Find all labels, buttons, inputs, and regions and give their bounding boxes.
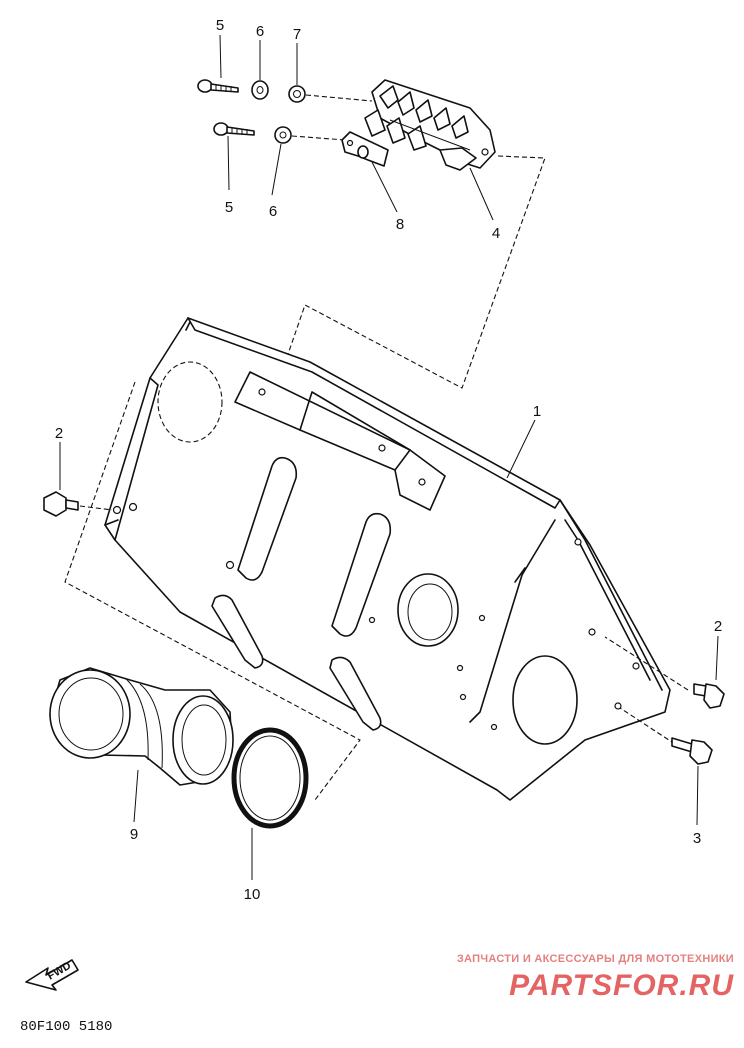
callout-8: 8: [396, 216, 404, 233]
callout-9: 9: [130, 826, 138, 843]
grommet: [288, 85, 306, 103]
relay-bracket: [364, 79, 496, 171]
callout-1: 1: [533, 403, 541, 420]
intake-joint: [49, 667, 234, 786]
hose-band: [231, 727, 309, 829]
flange-bolt-lower: [671, 737, 713, 765]
fwd-arrow-icon: FWD: [25, 959, 79, 991]
callout-3: 3: [693, 830, 701, 847]
watermark-tagline: ЗАПЧАСТИ И АКСЕССУАРЫ ДЛЯ МОТОТЕХНИКИ: [457, 953, 734, 965]
screw-upper: [197, 79, 239, 93]
flange-bolt-right: [693, 683, 725, 709]
undercover-plate: [104, 317, 671, 801]
diagram-code: 80F100 5180: [20, 1019, 112, 1035]
callout-6-upper: 6: [256, 23, 264, 40]
callout-10: 10: [244, 886, 261, 903]
clamp: [341, 131, 389, 167]
watermark: ЗАПЧАСТИ И АКСЕССУАРЫ ДЛЯ МОТОТЕХНИКИ PA…: [457, 953, 734, 1002]
collar-upper: [251, 80, 269, 100]
callout-5-upper: 5: [216, 17, 224, 34]
callout-2-left: 2: [55, 425, 63, 442]
callout-2-right: 2: [714, 618, 722, 635]
watermark-logo: PARTSFOR.RU: [509, 969, 734, 1002]
callout-5-lower: 5: [225, 199, 233, 216]
collar-lower: [274, 126, 292, 144]
screw-lower: [213, 122, 255, 136]
flange-bolt-left: [43, 491, 79, 517]
callout-6-lower: 6: [269, 203, 277, 220]
callout-4: 4: [492, 225, 500, 242]
callout-7: 7: [293, 26, 301, 43]
